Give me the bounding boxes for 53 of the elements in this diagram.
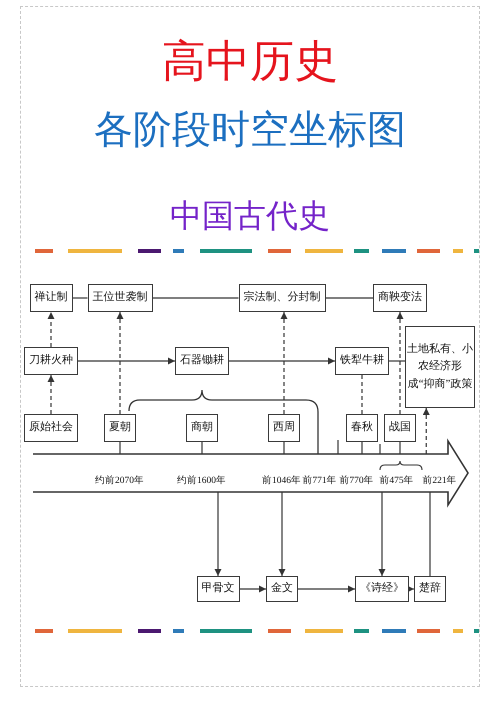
farming-box: 铁犁牛耕 (335, 347, 389, 375)
dashed-arrow (422, 408, 430, 454)
dashed-arrow (48, 375, 54, 414)
date-label: 前771年 (302, 476, 337, 486)
connector-line (326, 297, 373, 299)
period-box: 夏朝 (104, 414, 136, 442)
date-label: 前770年 (339, 476, 374, 486)
period-box: 商朝 (186, 414, 218, 442)
farming-box: 刀耕火种 (24, 347, 78, 375)
connector-line (361, 442, 363, 454)
connector-line (72, 297, 88, 299)
arrow (214, 492, 222, 576)
institution-box: 商鞅变法 (373, 284, 427, 312)
literature-box: 楚辞 (414, 576, 446, 602)
arrow (78, 358, 175, 364)
subtitle: 各阶段时空坐标图 (94, 110, 406, 152)
connector-line (389, 360, 405, 362)
institution-box: 王位世袭制 (88, 284, 152, 312)
connector-line (429, 492, 431, 576)
date-label: 前1046年 (262, 476, 301, 486)
date-label: 约前1600年 (177, 476, 226, 486)
period-box: 西周 (268, 414, 300, 442)
section-heading: 中国古代史 (170, 198, 330, 234)
arrow (229, 358, 335, 364)
page-title: 高中历史 (162, 38, 338, 86)
date-label: 约前2070年 (95, 476, 144, 486)
connector-line (399, 442, 401, 454)
literature-box: 金文 (266, 576, 298, 602)
period-box: 战国 (384, 414, 416, 442)
dashed-line (361, 375, 363, 414)
connector-line (201, 442, 203, 454)
institution-box: 宗法制、分封制 (238, 284, 326, 312)
arrow (240, 586, 266, 592)
literature-box: 甲骨文 (196, 576, 240, 602)
institution-box: 禅让制 (30, 284, 72, 312)
period-box: 春秋 (346, 414, 378, 442)
dashed-arrow (396, 312, 404, 414)
arrow (278, 492, 286, 576)
arrow (407, 586, 414, 592)
connector-line (119, 442, 121, 454)
farming-box: 石器锄耕 (175, 347, 229, 375)
period-box: 原始社会 (24, 414, 78, 442)
economy-box: 土地私有、小农经济形成“抑商”政策 (405, 326, 475, 408)
dashed-arrow (116, 312, 124, 414)
connector-line (152, 297, 238, 299)
dashed-arrow (280, 312, 288, 414)
dashed-arrow (48, 312, 54, 347)
connector-line (283, 442, 285, 454)
literature-box: 《诗经》 (355, 576, 409, 602)
arrow (378, 492, 386, 576)
date-label: 前221年 (422, 476, 457, 486)
date-label: 前475年 (379, 476, 414, 486)
arrow (298, 586, 355, 592)
